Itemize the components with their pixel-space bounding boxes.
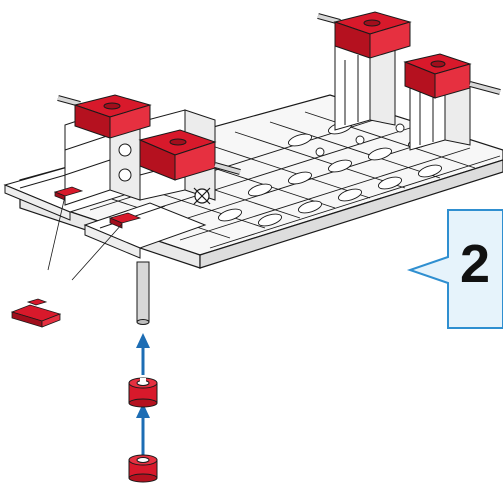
red-clip-upper	[129, 378, 157, 407]
loose-red-piece	[12, 299, 60, 327]
cross-marker	[194, 188, 210, 204]
red-clip-lower	[129, 455, 157, 482]
axle	[137, 262, 149, 325]
arrow-up-icon-lower	[136, 403, 150, 455]
step-callout: 2	[410, 210, 503, 328]
red-block-right-top	[318, 12, 410, 58]
arrow-up-icon	[136, 333, 150, 375]
step-number: 2	[460, 234, 490, 294]
red-block-right-lower	[405, 54, 500, 98]
